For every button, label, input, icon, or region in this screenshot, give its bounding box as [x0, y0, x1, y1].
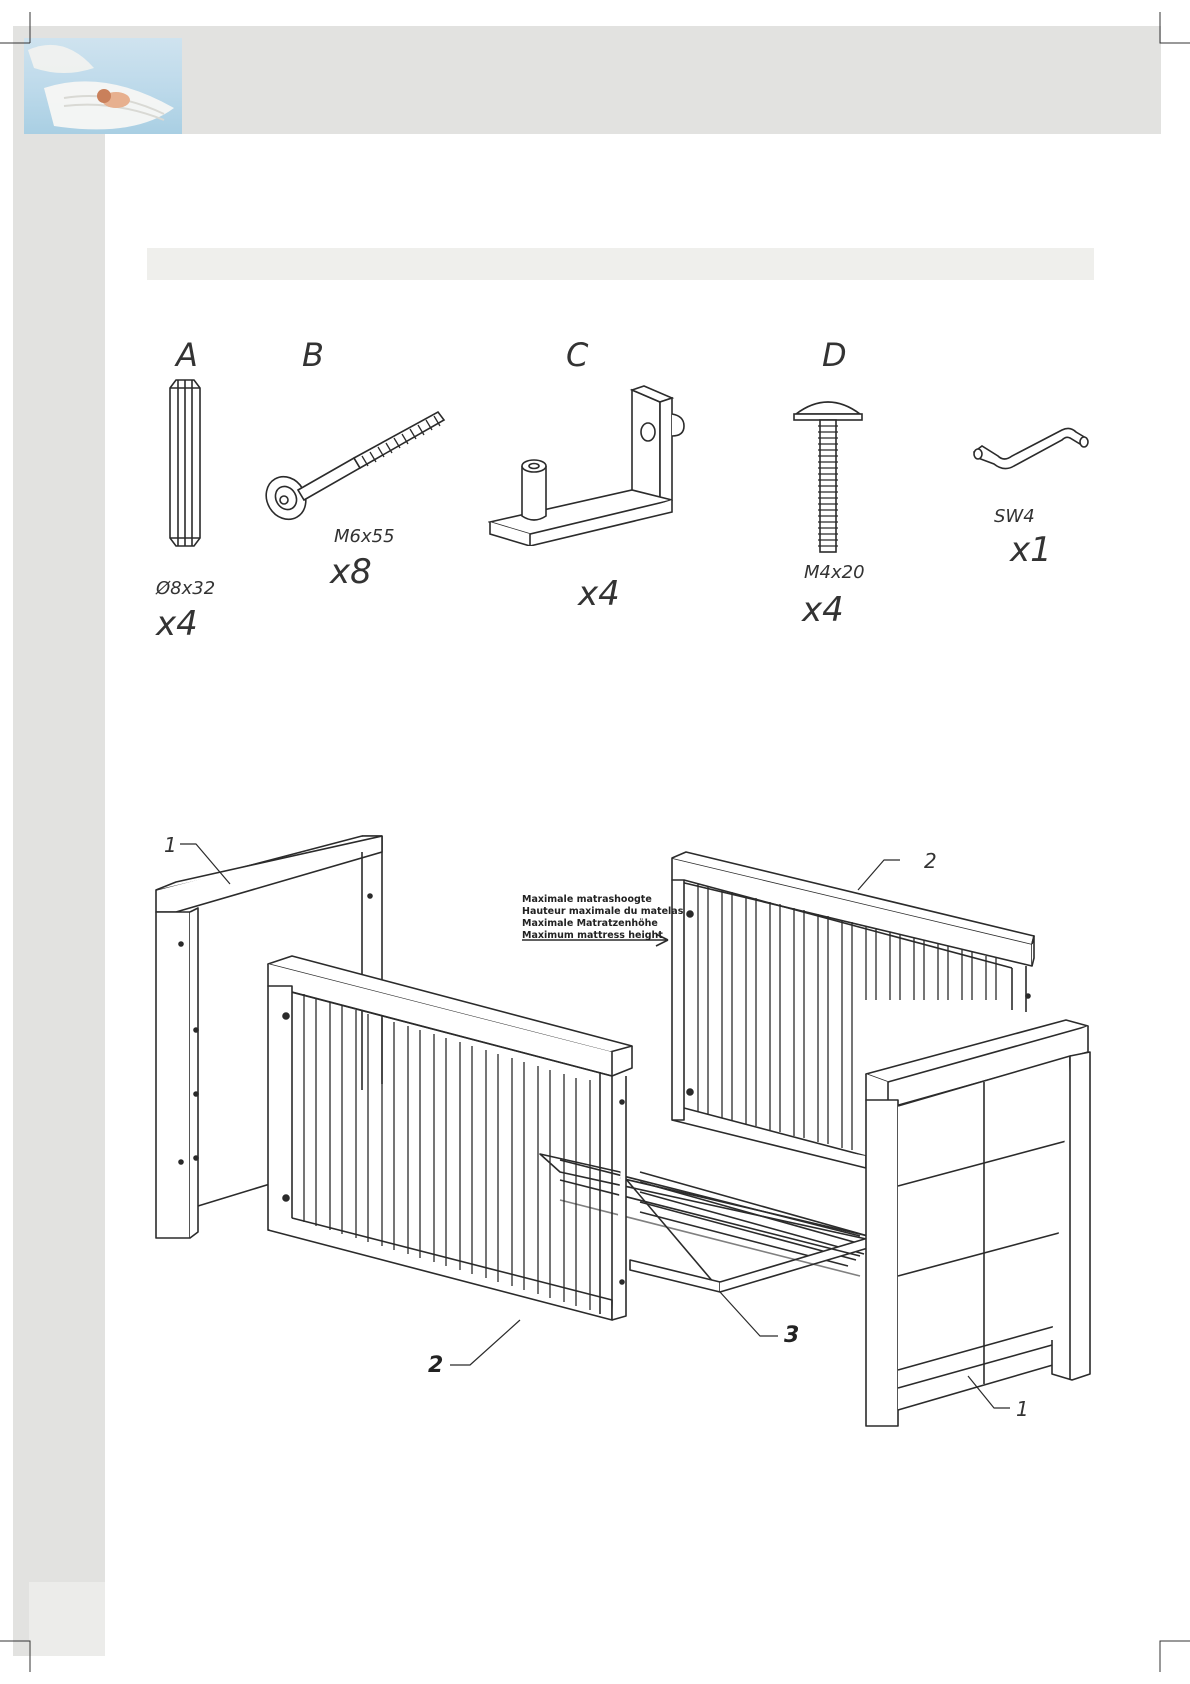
mattress-note-en: Maximum mattress height — [522, 930, 663, 941]
part-a-qty: x4 — [156, 604, 198, 644]
part-e-size: SW4 — [994, 506, 1035, 527]
part-d-size: M4x20 — [804, 562, 865, 583]
bolt-screw-icon — [262, 400, 452, 530]
part-b-size: M6x55 — [334, 526, 395, 547]
wooden-dowel-icon — [162, 378, 208, 550]
mattress-note-de: Maximale Matratzenhöhe — [522, 918, 658, 929]
callout-left-end: 1 — [164, 833, 177, 857]
part-b-letter: B — [302, 336, 324, 374]
slat-base — [540, 1154, 880, 1292]
part-a-size: Ø8x32 — [156, 578, 215, 599]
metal-bracket-icon — [488, 384, 718, 546]
part-c-letter: C — [566, 336, 588, 374]
part-c-qty: x4 — [578, 574, 620, 614]
allen-key-icon — [970, 422, 1096, 474]
callout-right-end: 1 — [1016, 1397, 1029, 1421]
callout-front-rail: 2 — [428, 1353, 443, 1378]
machine-screw-icon — [790, 396, 866, 556]
part-b-qty: x8 — [330, 552, 372, 592]
section-header-bar — [147, 248, 1094, 280]
part-e-qty: x1 — [1010, 530, 1052, 570]
crib-assembly-diagram: 1 2 2 3 1 Maximale matrashoogte Hauteur … — [140, 820, 1100, 1440]
front-side-rail — [268, 956, 632, 1320]
part-d-letter: D — [822, 336, 847, 374]
part-d-qty: x4 — [802, 590, 844, 630]
callout-slat-base: 3 — [784, 1323, 799, 1348]
part-a-letter: A — [176, 336, 198, 374]
mattress-note-fr: Hauteur maximale du matelas — [522, 906, 684, 917]
callout-back-rail: 2 — [924, 849, 937, 873]
right-end-panel — [866, 1020, 1090, 1426]
mattress-note-nl: Maximale matrashoogte — [522, 894, 652, 905]
